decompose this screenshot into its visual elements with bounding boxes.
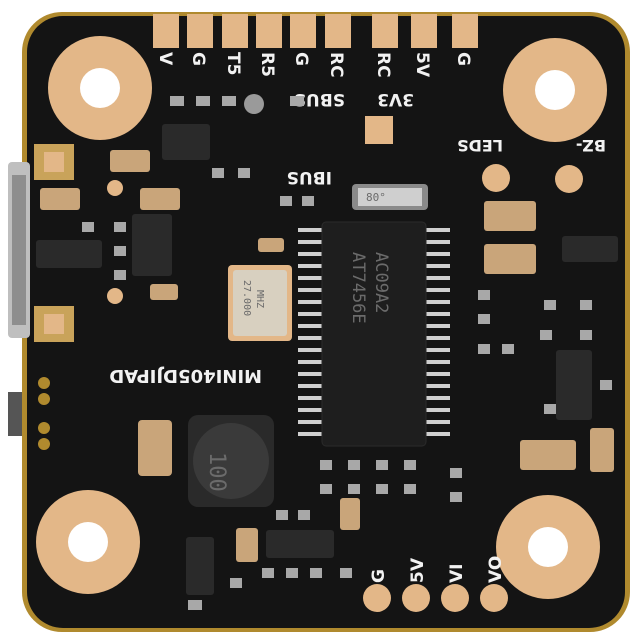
- bottom-pin-label: G: [369, 569, 389, 583]
- leds-label: LEDS: [457, 136, 503, 155]
- crystal-marking-2: MHZ: [254, 290, 265, 308]
- via-pad: [107, 288, 123, 304]
- mount-hole-br: [496, 495, 600, 599]
- bottom-pin-label: 5V: [408, 557, 428, 583]
- mount-hole-bl: [36, 490, 140, 594]
- bottom-pads: [363, 584, 508, 612]
- pin-label: T5: [223, 52, 243, 75]
- mount-hole-tr: [503, 38, 607, 142]
- usb-connector-inner: [12, 175, 26, 325]
- side-button: [8, 392, 22, 436]
- oscillator: 80°: [352, 184, 428, 210]
- bz-label: BZ-: [576, 136, 606, 155]
- pad-bz: [555, 165, 583, 193]
- top-pads: [153, 14, 478, 48]
- mount-hole-tl: [48, 36, 152, 140]
- sbus-label: SBUS: [294, 89, 345, 109]
- pin-label: RC: [373, 52, 393, 78]
- inductor: 100: [188, 415, 274, 507]
- crystal: 27.000 MHZ: [228, 265, 292, 341]
- pin-label: V: [155, 52, 175, 66]
- pin-label: RC: [326, 52, 346, 78]
- pad-3v3: [365, 116, 393, 144]
- osc-marking: 80°: [366, 191, 386, 204]
- bottom-pin-label: VI: [447, 564, 467, 583]
- crystal-marking-1: 27.000: [241, 280, 252, 316]
- solder-blob: [244, 94, 264, 114]
- chip-marking-1: AT7456E: [348, 252, 368, 324]
- osd-chip: AT7456E AC09A2: [298, 221, 450, 447]
- model-label: MINI405DJIPAD: [109, 365, 262, 386]
- small-ics: [36, 124, 618, 595]
- inductor-marking: 100: [204, 452, 229, 492]
- top-pin-labels: V G T5 R5 G RC RC 5V G: [155, 52, 473, 78]
- via-pad: [107, 180, 123, 196]
- capacitors: [40, 150, 614, 562]
- smd-parts: [82, 96, 612, 610]
- pad-leds: [482, 164, 510, 192]
- ibus-label: IBUS: [287, 167, 332, 187]
- pin-label: R5: [257, 52, 277, 77]
- pin-label: G: [453, 52, 473, 66]
- v3-label: 3V3: [377, 89, 414, 109]
- bottom-pin-label: VO: [486, 556, 506, 583]
- pin-label: 5V: [412, 52, 432, 78]
- pin-label: G: [291, 52, 311, 66]
- chip-marking-2: AC09A2: [371, 252, 391, 313]
- pin-label: G: [188, 52, 208, 66]
